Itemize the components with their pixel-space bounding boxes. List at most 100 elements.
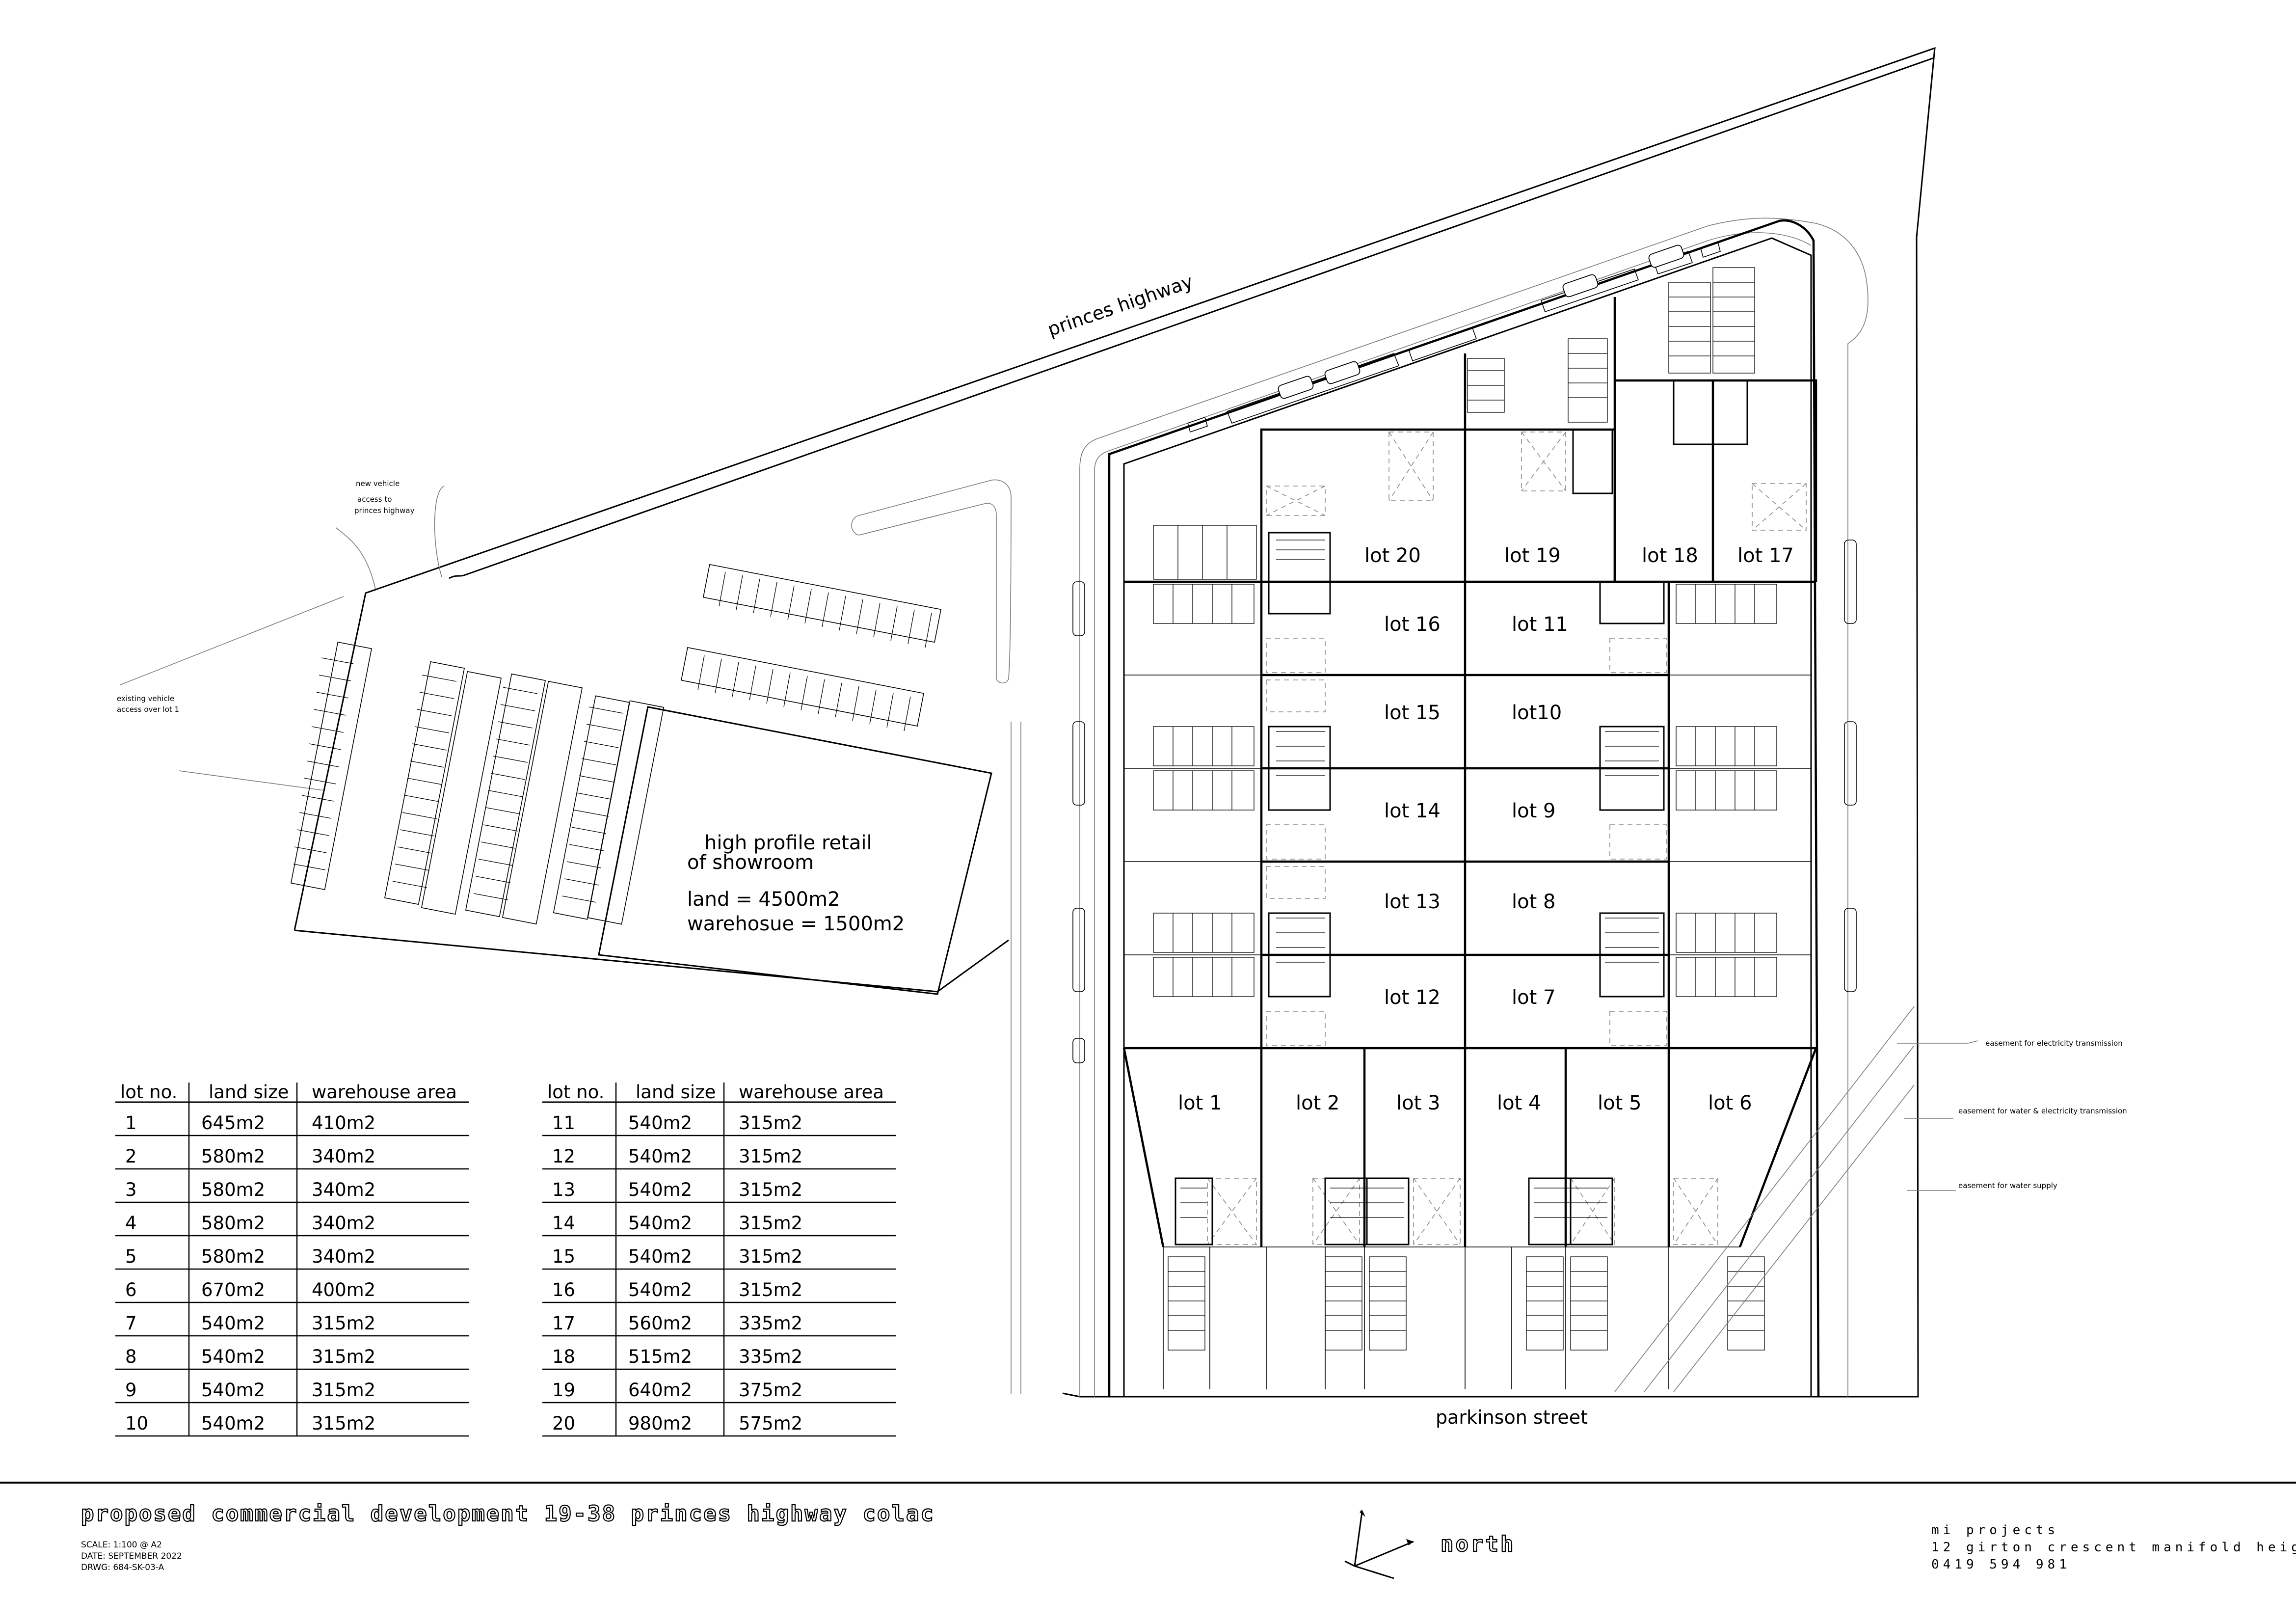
lot-19-label: lot 19 — [1504, 544, 1561, 567]
car-park-row-2 — [384, 661, 583, 925]
table-cell: 375m2 — [739, 1380, 802, 1401]
new-access-note: new vehicle access to princes highway — [354, 479, 415, 515]
table-cell: 315m2 — [739, 1112, 802, 1134]
table-cell: 15 — [552, 1246, 575, 1267]
drawing-title: proposed commercial development 19-38 pr… — [81, 1501, 935, 1526]
retail-land-area: land = 4500m2 — [687, 888, 840, 911]
retail-car-parks — [291, 564, 942, 925]
table-row: 6 670m2 400m2 — [115, 1279, 469, 1303]
lot-20-label: lot 20 — [1364, 544, 1421, 567]
table-cell: 670m2 — [201, 1279, 265, 1300]
lot-grid — [1122, 297, 1817, 1389]
table-cell: 315m2 — [739, 1146, 802, 1167]
table-cell: 20 — [552, 1413, 575, 1434]
svg-text:princes highway: princes highway — [354, 506, 415, 515]
table-cell: 400m2 — [312, 1279, 375, 1300]
lot-6-label: lot 6 — [1708, 1092, 1752, 1114]
easement-lines — [1614, 1006, 1978, 1392]
table-cell: 315m2 — [739, 1246, 802, 1267]
table-cell: 340m2 — [312, 1246, 375, 1267]
table-header-2: warehouse area — [312, 1082, 457, 1103]
princes-highway-label: princes highway — [1045, 271, 1196, 341]
table-cell: 540m2 — [201, 1413, 265, 1434]
lot-16-label: lot 16 — [1384, 613, 1441, 636]
table-cell: 340m2 — [312, 1213, 375, 1234]
lot-15-label: lot 15 — [1384, 702, 1441, 724]
table-cell: 580m2 — [201, 1146, 265, 1167]
table-cell: 540m2 — [201, 1313, 265, 1334]
lot-2-label: lot 2 — [1296, 1092, 1339, 1114]
firm-name: mi projects — [1931, 1523, 2059, 1538]
svg-text:new vehicle: new vehicle — [356, 479, 400, 488]
lot-7-label: lot 7 — [1512, 986, 1555, 1009]
table-row: 9 540m2 315m2 — [115, 1380, 469, 1404]
lot-11-label: lot 11 — [1512, 613, 1568, 636]
table-cell: 16 — [552, 1279, 575, 1300]
lot-3-label: lot 3 — [1396, 1092, 1440, 1114]
table-cell: 18 — [552, 1346, 575, 1367]
drawing-date: DATE: SEPTEMBER 2022 — [81, 1551, 182, 1561]
table-cell: 335m2 — [739, 1346, 802, 1367]
table-cell: 575m2 — [739, 1413, 802, 1434]
retail-showroom-building: high profile retail of showroom land = 4… — [598, 706, 992, 995]
table-cell: 540m2 — [628, 1179, 692, 1200]
table-cell: 12 — [552, 1146, 575, 1167]
table-cell: 10 — [125, 1413, 148, 1434]
table-cell: 3 — [125, 1179, 137, 1200]
lot-4-label: lot 4 — [1497, 1092, 1541, 1114]
table-cell: 7 — [125, 1313, 137, 1334]
lot-17-label: lot 17 — [1737, 544, 1794, 567]
title-block: proposed commercial development 19-38 pr… — [0, 1482, 2296, 1579]
retail-warehouse-area: warehosue = 1500m2 — [687, 913, 905, 935]
table-cell: 540m2 — [201, 1346, 265, 1367]
car-park-row-3 — [553, 695, 665, 925]
table-cell: 6 — [125, 1279, 137, 1300]
existing-access-note: existing vehicle access over lot 1 — [117, 694, 179, 714]
table-cell: 5 — [125, 1246, 137, 1267]
table-cell: 1 — [125, 1112, 137, 1134]
parkinson-street-label: parkinson street — [1436, 1407, 1588, 1428]
north-arrow-icon — [1344, 1510, 1414, 1579]
table-cell: 540m2 — [628, 1112, 692, 1134]
north-label: north — [1441, 1532, 1515, 1557]
table-cell: 540m2 — [201, 1380, 265, 1401]
table-cell: 8 — [125, 1346, 137, 1367]
table-cell: 14 — [552, 1213, 575, 1234]
car-park-row-1 — [291, 641, 372, 891]
lot-9-label: lot 9 — [1512, 800, 1555, 822]
table-cell: 13 — [552, 1179, 575, 1200]
table-cell: 315m2 — [739, 1279, 802, 1300]
svg-text:existing vehicle: existing vehicle — [117, 694, 174, 703]
lot-parking-blocks — [1153, 267, 1777, 1351]
retail-label-line1: high profile retail — [704, 832, 872, 854]
car-park-top-rows — [681, 564, 942, 727]
table-cell: 640m2 — [628, 1380, 692, 1401]
lot-5-label: lot 5 — [1598, 1092, 1641, 1114]
lot-12-label: lot 12 — [1384, 986, 1441, 1009]
lot-18-label: lot 18 — [1642, 544, 1698, 567]
table-cell: 9 — [125, 1380, 137, 1401]
table-cell: 540m2 — [628, 1146, 692, 1167]
firm-address: 12 girton crescent manifold heights — [1931, 1540, 2296, 1555]
lot-8-label: lot 8 — [1512, 891, 1555, 913]
drawing-number: DRWG: 684-SK-03-A — [81, 1563, 164, 1572]
table-cell: 315m2 — [312, 1380, 375, 1401]
table-cell: 580m2 — [201, 1213, 265, 1234]
table-cell: 315m2 — [739, 1213, 802, 1234]
amenity-blocks — [1175, 379, 1748, 1245]
table-header-1: land size — [209, 1082, 289, 1103]
table-cell: 645m2 — [201, 1112, 265, 1134]
svg-text:access to: access to — [357, 495, 392, 504]
lot-14-label: lot 14 — [1384, 800, 1441, 822]
retail-label-line2: of showroom — [687, 851, 814, 874]
table-cell: 315m2 — [739, 1179, 802, 1200]
